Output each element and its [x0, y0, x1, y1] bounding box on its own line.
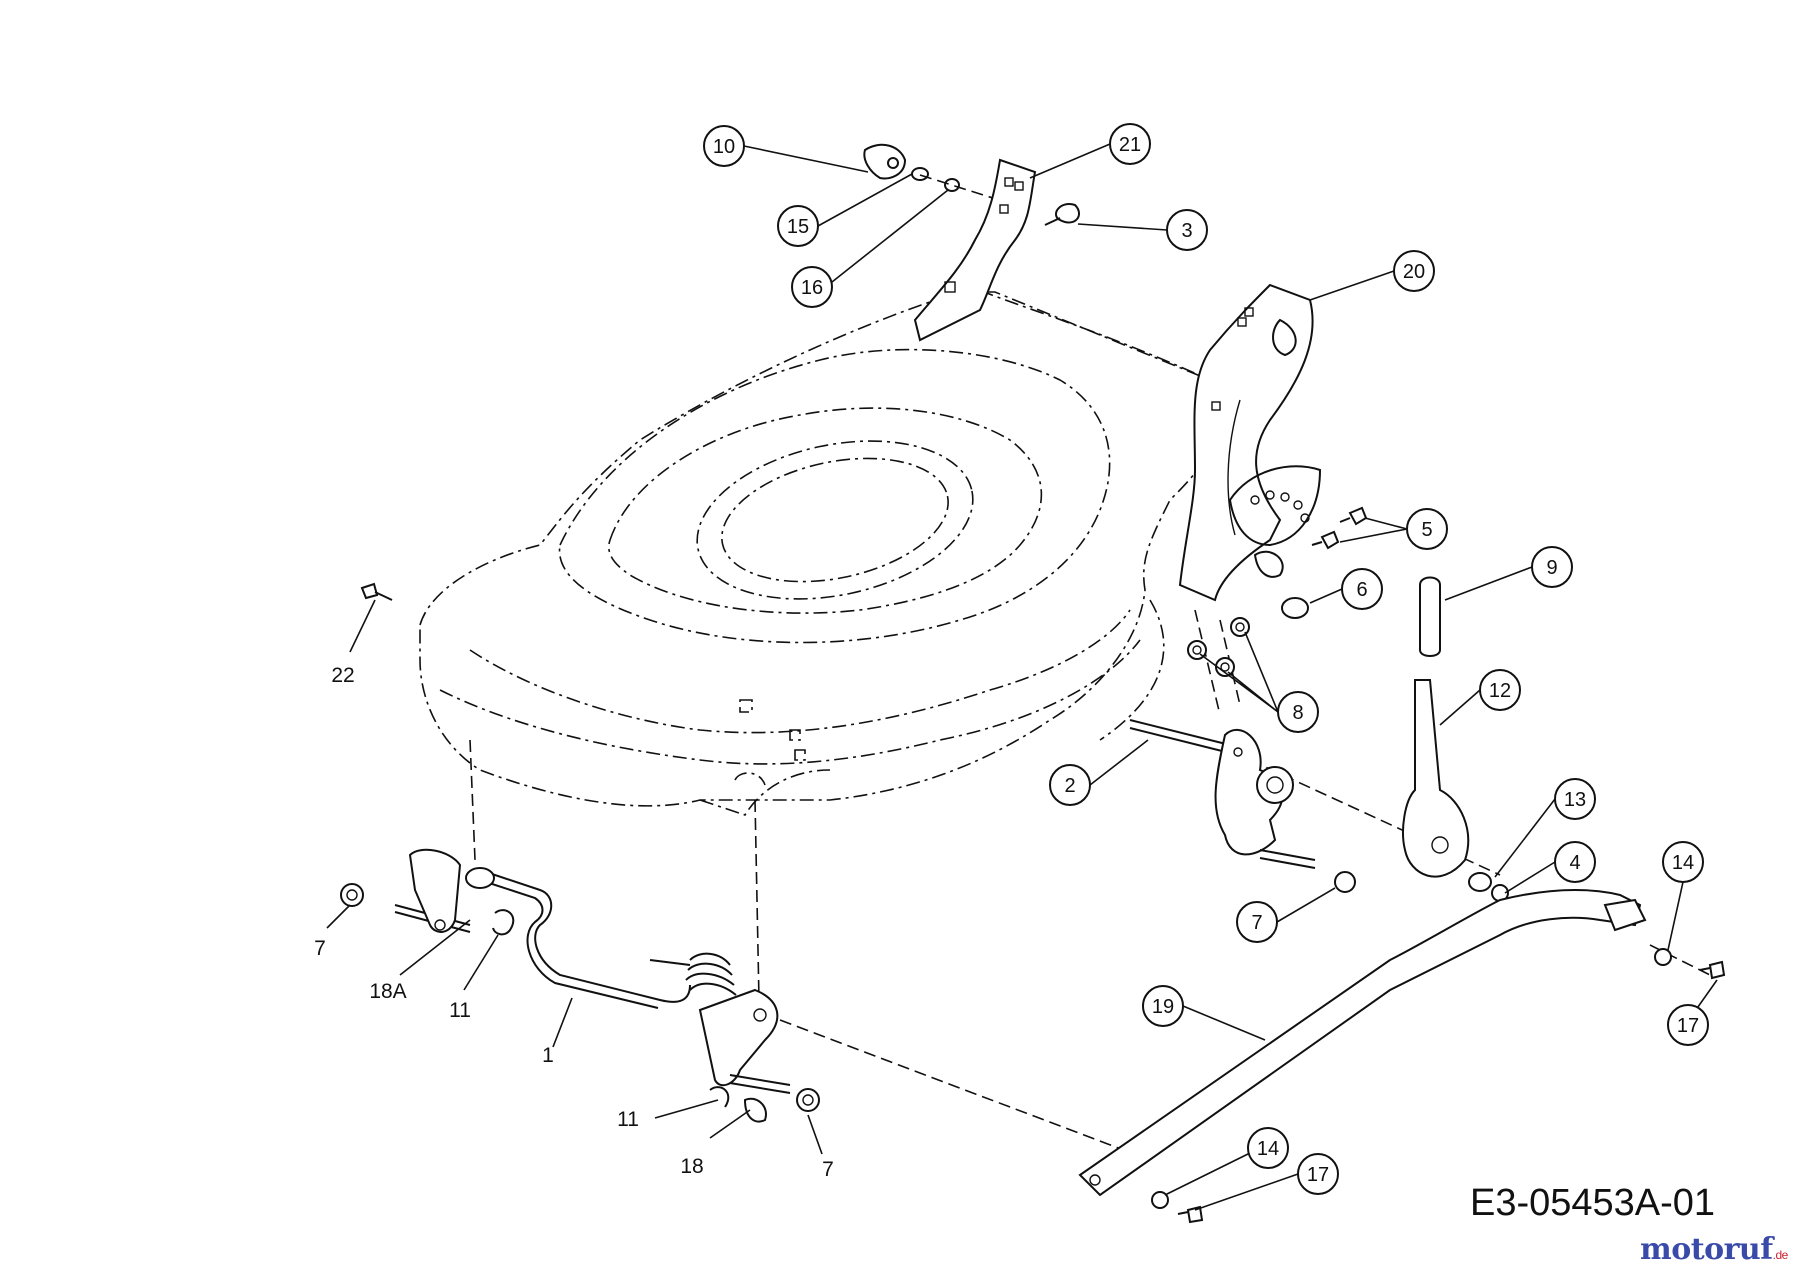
watermark-brand: motoruf: [1640, 1232, 1773, 1267]
height-lever-12: [1402, 679, 1470, 878]
callout-21: 21: [1109, 123, 1151, 165]
washer-15: [911, 167, 929, 181]
callout-7-right: 7: [1236, 901, 1278, 943]
callout-19: 19: [1142, 985, 1184, 1027]
carriage-bolt-3: [1044, 203, 1080, 226]
cap-6: [1281, 597, 1309, 619]
svg-text:14: 14: [1672, 852, 1694, 874]
nuts-14: [1151, 948, 1672, 1209]
svg-text:17: 17: [1307, 1164, 1329, 1186]
label-7-left: 7: [314, 937, 326, 960]
callout-5: 5: [1406, 508, 1448, 550]
callout-13: 13: [1554, 778, 1596, 820]
svg-text:13: 13: [1564, 789, 1586, 811]
callout-3: 3: [1166, 209, 1208, 251]
callout-10: 10: [703, 125, 745, 167]
callout-12: 12: [1479, 669, 1521, 711]
callout-15: 15: [777, 205, 819, 247]
svg-text:3: 3: [1181, 220, 1192, 242]
svg-text:16: 16: [801, 277, 823, 299]
callout-16: 16: [791, 266, 833, 308]
plain-labels: 22 7 18A 11 1 11 18 7: [314, 664, 834, 1181]
label-11-upper: 11: [449, 999, 471, 1022]
bolts-5: [1311, 506, 1368, 550]
label-11-lower: 11: [617, 1108, 639, 1131]
knob-10: [863, 143, 907, 180]
callout-20: 20: [1393, 250, 1435, 292]
bracket-18A: [408, 848, 495, 933]
callout-4: 4: [1554, 841, 1596, 883]
drawing-code: E3-05453A-01: [1470, 1182, 1715, 1224]
clip-11: [492, 909, 730, 1108]
handle-bar-19: [1078, 889, 1647, 1197]
label-18A: 18A: [369, 980, 406, 1003]
nuts-8: [1187, 617, 1250, 677]
label-22: 22: [331, 664, 354, 687]
mower-deck-housing: [419, 174, 1711, 1161]
callout-17-lower: 17: [1297, 1153, 1339, 1195]
svg-text:7: 7: [1251, 912, 1262, 934]
callout-6: 6: [1341, 568, 1383, 610]
svg-text:10: 10: [713, 136, 735, 158]
callout-14-upper: 14: [1662, 841, 1704, 883]
svg-text:8: 8: [1292, 702, 1303, 724]
svg-text:9: 9: [1546, 557, 1557, 579]
callout-17-upper: 17: [1667, 1004, 1709, 1046]
rear-axle-2: [1129, 719, 1356, 893]
svg-text:21: 21: [1119, 134, 1141, 156]
callout-2: 2: [1049, 764, 1091, 806]
nuts-7: [340, 883, 820, 1112]
lever-grip-9: [1419, 576, 1441, 657]
watermark-logo: motoruf.de: [1640, 1232, 1788, 1267]
svg-text:5: 5: [1421, 519, 1432, 541]
leader-lines: [326, 143, 1718, 1211]
label-7-bottom: 7: [822, 1158, 834, 1181]
svg-text:20: 20: [1403, 261, 1425, 283]
bolts-17: [1177, 960, 1726, 1224]
washer-16: [944, 178, 960, 192]
svg-text:6: 6: [1356, 579, 1367, 601]
callout-bubbles: 10 21 15 3 16 20 5 9 6 12 8 2 13 4 14 7 …: [703, 123, 1709, 1195]
callout-14-lower: 14: [1247, 1127, 1289, 1169]
svg-text:17: 17: [1677, 1015, 1699, 1037]
watermark-suffix: .de: [1772, 1248, 1789, 1262]
callout-8: 8: [1277, 691, 1319, 733]
handle-bracket-right: [1178, 283, 1322, 602]
torsion-spring: [649, 952, 737, 996]
callout-9: 9: [1531, 546, 1573, 588]
bolt-22: [360, 582, 393, 601]
svg-text:14: 14: [1257, 1138, 1279, 1160]
svg-text:12: 12: [1489, 680, 1511, 702]
svg-text:2: 2: [1064, 775, 1075, 797]
svg-text:15: 15: [787, 216, 809, 238]
svg-text:4: 4: [1569, 852, 1580, 874]
washer-13: [1468, 872, 1492, 892]
label-18: 18: [680, 1155, 703, 1178]
svg-text:19: 19: [1152, 996, 1174, 1018]
label-1: 1: [542, 1044, 554, 1067]
handle-bracket-left: [913, 158, 1037, 342]
